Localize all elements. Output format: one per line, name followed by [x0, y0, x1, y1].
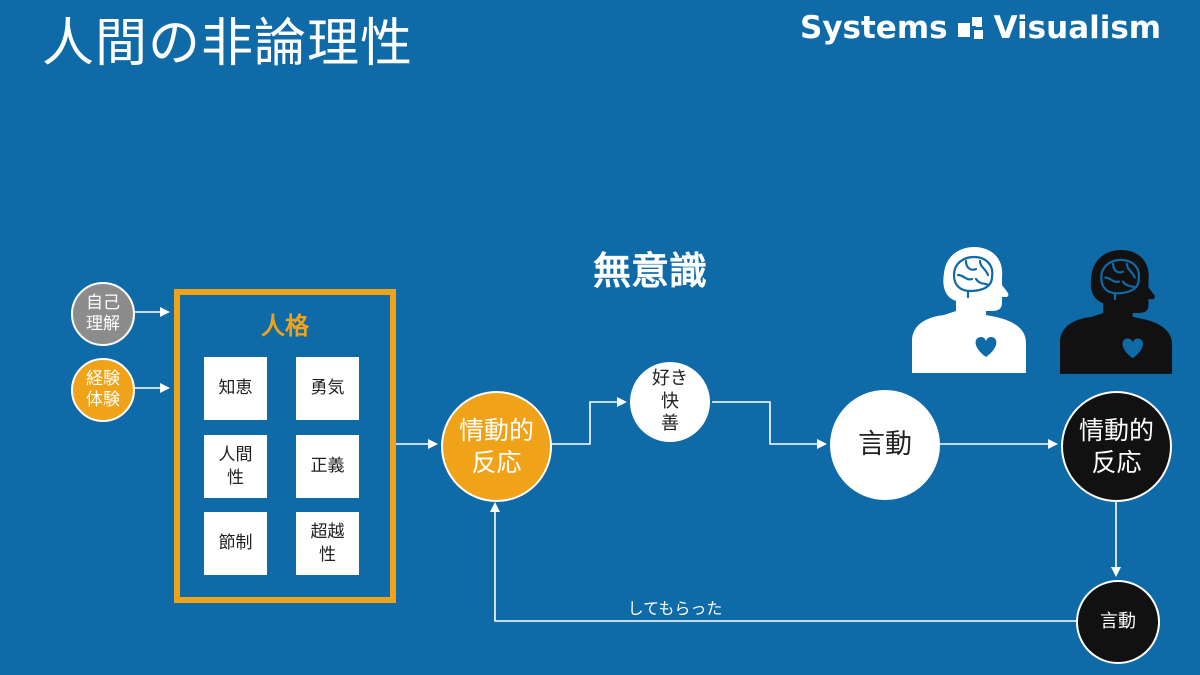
virtue-temperance: 節制: [204, 512, 267, 575]
virtue-temperance-text: 節制: [218, 533, 253, 554]
arrow-emotion-to-preference: [550, 397, 627, 445]
arrow-preference-to-speech: [712, 401, 827, 449]
virtue-transcendence-line1: 超越: [310, 522, 345, 543]
self-understanding-line2: 理解: [86, 314, 120, 334]
self-understanding-node: 自己 理解: [71, 282, 135, 346]
virtue-wisdom: 知恵: [204, 357, 267, 420]
page-title: 人間の非論理性: [42, 14, 414, 74]
emotional-reaction-line1: 情動的: [458, 416, 534, 446]
virtue-humanity-line1: 人間: [218, 445, 253, 466]
virtue-wisdom-text: 知恵: [218, 378, 253, 399]
persona-label: 人格: [261, 312, 309, 340]
arrow-feedback-loop: [490, 502, 1076, 622]
other-speech-text: 言動: [1100, 610, 1136, 632]
virtue-humanity: 人間 性: [204, 435, 267, 498]
feedback-label: してもらった: [627, 599, 723, 618]
experience-line1: 経験: [86, 368, 120, 389]
emotional-reaction-node: 情動的 反応: [441, 391, 552, 502]
preference-node: 好き 快 善: [630, 362, 710, 442]
virtue-humanity-line2: 性: [227, 467, 244, 488]
virtue-courage-text: 勇気: [310, 378, 345, 399]
experience-node: 経験 体験: [71, 358, 135, 422]
speech-text: 言動: [858, 429, 912, 461]
self-person-brain-heart-icon: [912, 247, 1026, 373]
logo-icon: [957, 17, 983, 39]
virtue-courage: 勇気: [296, 357, 359, 420]
virtue-justice: 正義: [296, 435, 359, 498]
other-emotional-reaction-line2: 反応: [1091, 447, 1142, 477]
virtue-transcendence: 超越 性: [296, 512, 359, 575]
speech-node: 言動: [830, 390, 940, 500]
other-emotional-reaction-node: 情動的 反応: [1061, 391, 1172, 502]
other-emotional-reaction-line1: 情動的: [1078, 416, 1154, 446]
logo-text-systems: Systems: [800, 10, 948, 46]
persona-box: [174, 289, 396, 603]
preference-line2: 快: [661, 390, 679, 412]
unconscious-label: 無意識: [592, 249, 707, 293]
logo-text-visualism: Visualism: [993, 10, 1162, 46]
systems-visualism-logo: Systems Visualism: [800, 8, 1161, 48]
experience-line2: 体験: [86, 390, 120, 410]
virtue-justice-text: 正義: [310, 456, 345, 477]
preference-line1: 好き: [652, 368, 688, 390]
preference-line3: 善: [661, 413, 679, 435]
emotional-reaction-line2: 反応: [471, 447, 522, 477]
other-speech-node: 言動: [1076, 580, 1160, 664]
other-person-brain-heart-icon: [1059, 250, 1173, 374]
virtue-transcendence-line2: 性: [319, 544, 336, 565]
self-understanding-line1: 自己: [86, 292, 120, 313]
